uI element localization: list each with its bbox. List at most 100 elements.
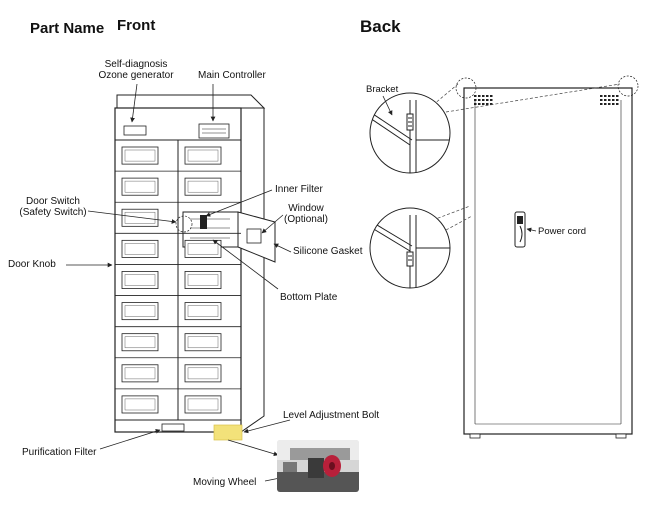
bracket-detail-bottom <box>369 207 451 289</box>
leader-gasket <box>273 243 292 253</box>
label-bracket: Bracket <box>366 84 399 95</box>
purification-filter-slot <box>161 423 185 432</box>
vent-slot <box>486 99 489 101</box>
label-main-controller: Main Controller <box>198 70 266 81</box>
door-knob-recess <box>184 395 222 414</box>
vent-slot <box>604 99 607 101</box>
locker-door <box>115 239 178 265</box>
door-knob-recess <box>121 146 159 165</box>
label-door-knob: Door Knob <box>8 259 56 270</box>
locker-door <box>178 395 241 421</box>
vent-slot <box>612 95 615 97</box>
label-purification-filter: Purification Filter <box>22 447 97 458</box>
locker-door <box>115 302 178 328</box>
locker-door <box>115 364 178 390</box>
vent-slot <box>490 99 493 101</box>
locker-grid <box>115 146 241 421</box>
locker-door <box>178 302 241 328</box>
bracket-detail-top <box>369 92 451 174</box>
label-silicone-gasket: Silicone Gasket <box>293 246 363 257</box>
door-knob-recess <box>121 239 159 258</box>
vent-slot <box>486 95 489 97</box>
vent-slot <box>600 95 603 97</box>
locker-door <box>178 333 241 359</box>
vent-slot <box>608 99 611 101</box>
vent-slot <box>478 95 481 97</box>
label-self-diagnosis: Self-diagnosis Ozone generator <box>98 59 174 81</box>
locker-door <box>178 364 241 390</box>
locker-door <box>178 177 241 203</box>
front-leaders <box>66 83 301 482</box>
vent-slot <box>490 95 493 97</box>
door-knob-recess <box>184 364 222 383</box>
leader-ozone <box>130 83 138 123</box>
door-knob-recess <box>121 364 159 383</box>
door-knob-recess <box>121 395 159 414</box>
door-knob-recess <box>184 271 222 289</box>
part-name-heading: Part Name <box>30 20 105 37</box>
back-panel <box>463 87 633 435</box>
door-switch-marker <box>175 215 193 233</box>
label-bottom-plate: Bottom Plate <box>280 292 338 303</box>
label-door-switch: Door Switch (Safety Switch) <box>19 196 87 218</box>
vent-slot <box>490 103 493 105</box>
back-cabinet <box>455 75 639 439</box>
bracket-marker-left <box>455 77 477 99</box>
vent-slot <box>616 95 619 97</box>
locker-door <box>115 395 178 421</box>
label-level-adjustment-bolt: Level Adjustment Bolt <box>283 410 380 421</box>
zoom-connectors <box>432 83 621 231</box>
label-moving-wheel: Moving Wheel <box>193 477 257 488</box>
vent-slot <box>482 103 485 105</box>
vent-slot <box>478 99 481 101</box>
locker-door <box>178 239 241 265</box>
vent-slot <box>474 103 477 105</box>
door-knob-recess <box>184 177 222 196</box>
locker-door <box>115 271 178 296</box>
locker-door <box>115 146 178 172</box>
locker-door <box>115 177 178 203</box>
vent-slot <box>482 99 485 101</box>
locker-door <box>178 146 241 172</box>
vent-slot <box>604 95 607 97</box>
vent-slot <box>478 103 481 105</box>
vent-slot <box>482 95 485 97</box>
leader-purification <box>99 429 161 450</box>
door-window <box>246 228 262 244</box>
vent-slot <box>616 103 619 105</box>
door-knob-recess <box>121 271 159 289</box>
leader-door-switch <box>87 210 177 224</box>
vent-slot <box>608 95 611 97</box>
leader-inner-filter <box>205 189 273 217</box>
leader-window <box>261 214 284 234</box>
label-window: Window (Optional) <box>284 203 328 225</box>
door-knob-recess <box>121 333 159 352</box>
door-knob-recess <box>121 177 159 196</box>
label-power-cord: Power cord <box>538 226 587 237</box>
label-inner-filter: Inner Filter <box>275 184 323 195</box>
door-knob-recess <box>121 302 159 321</box>
back-leaders <box>382 95 537 233</box>
door-knob-recess <box>184 239 222 258</box>
vent-slot <box>608 103 611 105</box>
leader-wheel-link <box>227 439 279 457</box>
inner-filter-block <box>200 215 207 229</box>
leader-power-cord <box>526 227 537 233</box>
vent-slot <box>616 99 619 101</box>
level-bolt-highlight <box>213 424 243 441</box>
door-knob-recess <box>184 302 222 321</box>
vent-slot <box>474 95 477 97</box>
front-heading: Front <box>117 17 156 34</box>
vent-slot <box>600 103 603 105</box>
vent-slot <box>604 103 607 105</box>
back-heading: Back <box>360 17 401 36</box>
vent-slot <box>600 99 603 101</box>
vent-slot <box>612 103 615 105</box>
leader-level-bolt <box>243 419 291 434</box>
vent-grills <box>474 95 619 105</box>
main-controller-panel <box>198 123 230 139</box>
vent-slot <box>612 99 615 101</box>
door-knob-recess <box>184 146 222 165</box>
bracket-marker-right <box>617 75 639 97</box>
